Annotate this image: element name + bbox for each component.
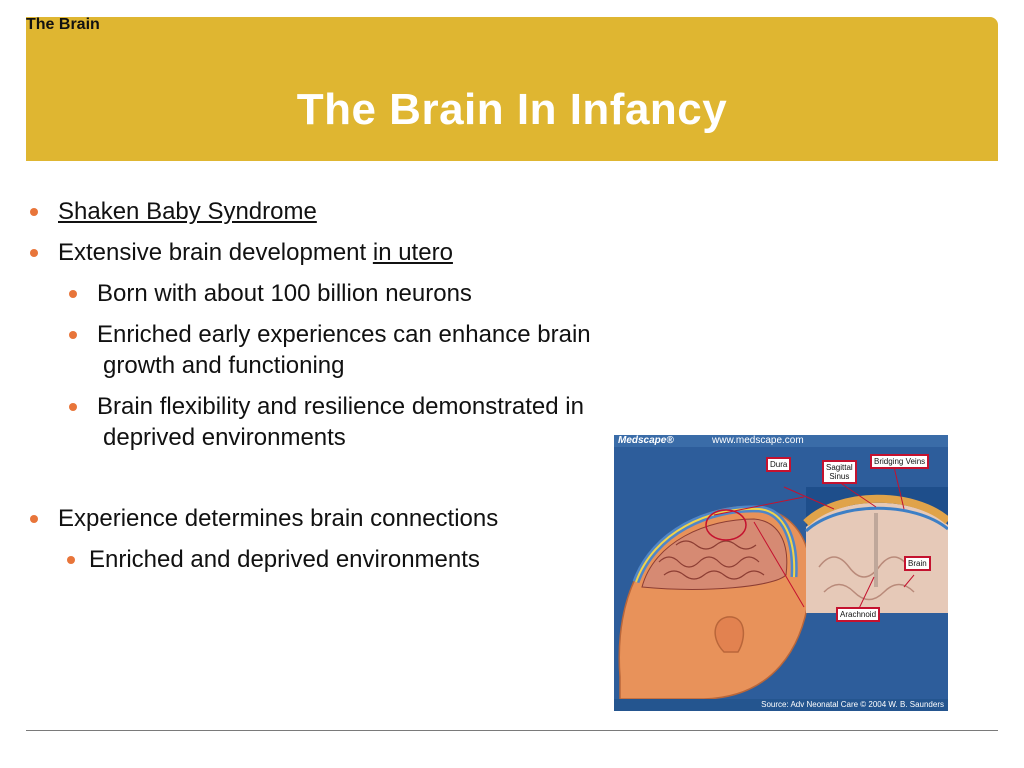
figure-source-text: Source: Adv Neonatal Care © 2004 W. B. S…: [761, 700, 944, 709]
bottom-rule: [26, 730, 998, 731]
bullet-text: Extensive brain development: [58, 239, 373, 266]
label-dura: Dura: [766, 457, 792, 472]
brain-illustration: [618, 466, 948, 699]
medscape-logo: Medscape®: [618, 435, 674, 446]
label-sagittal-line1: Sagittal: [826, 463, 853, 472]
bullet-item: Shaken Baby Syndrome: [30, 196, 317, 227]
label-arachnoid: Arachnoid: [836, 607, 881, 622]
bullet-item: Experience determines brain connections: [30, 503, 499, 534]
bullet-marker: [69, 290, 77, 298]
bullet-marker: [30, 249, 38, 257]
figure-header: Medscape® www.medscape.com: [614, 435, 948, 447]
sub-bullet-item: Enriched and deprived environments: [67, 544, 480, 575]
bullet-text: Enriched and deprived environments: [89, 546, 480, 573]
bullet-link-text: in utero: [372, 239, 453, 266]
page-title: The Brain In Infancy: [296, 85, 728, 134]
bullet-marker: [30, 208, 38, 216]
bullet-marker: [69, 403, 77, 411]
brain-anatomy-figure: Medscape® www.medscape.com Dura Sagittal…: [614, 435, 948, 711]
section-label: The Brain: [26, 16, 100, 33]
label-bridging-veins: Bridging Veins: [870, 454, 930, 469]
bullet-item: Extensive brain development in utero: [30, 237, 453, 268]
label-sagittal-line2: Sinus: [829, 472, 850, 481]
label-sagittal-sinus: Sagittal Sinus: [822, 460, 857, 484]
bullet-text: Born with about 100 billion neurons: [97, 280, 472, 307]
bullet-text: Enriched early experiences can enhance b…: [97, 321, 591, 348]
title-band: The Brain In Infancy: [26, 17, 998, 161]
bullet-marker: [30, 515, 38, 523]
bullet-text: Brain flexibility and resilience demonst…: [97, 393, 584, 420]
bullet-continuation: deprived environments: [103, 424, 346, 451]
bullet-continuation: growth and functioning: [103, 352, 345, 379]
label-brain: Brain: [904, 556, 931, 571]
sub-bullet-item: Born with about 100 billion neurons: [69, 278, 472, 309]
figure-url: www.medscape.com: [712, 435, 804, 446]
bullet-marker: [67, 556, 75, 564]
figure-source: Source: Adv Neonatal Care © 2004 W. B. S…: [614, 699, 948, 711]
bullet-text: Experience determines brain connections: [58, 505, 499, 532]
bullet-text: Shaken Baby Syndrome: [58, 198, 317, 225]
sub-bullet-item: Brain flexibility and resilience demonst…: [69, 391, 584, 422]
sub-bullet-item: Enriched early experiences can enhance b…: [69, 319, 591, 350]
bullet-marker: [69, 331, 77, 339]
